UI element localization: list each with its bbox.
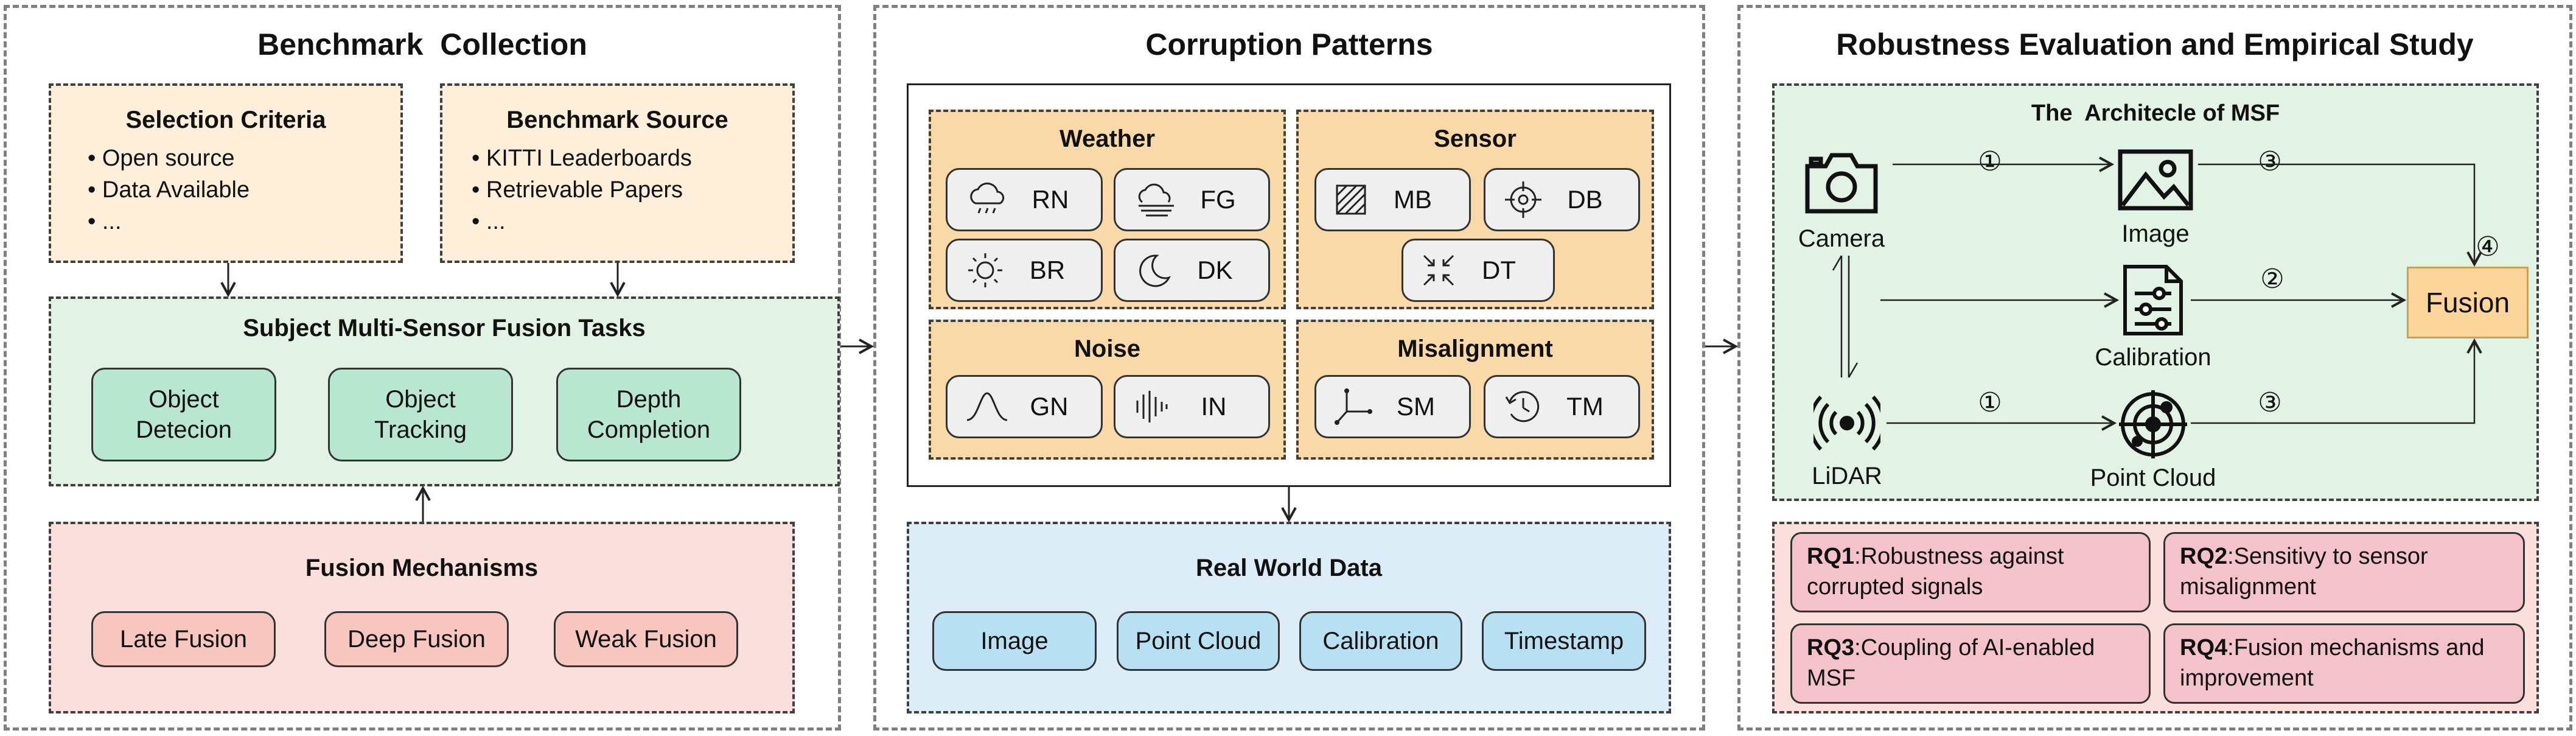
corruption-patterns-title: Corruption Patterns bbox=[1145, 27, 1433, 61]
rw-timestamp-pill: Timestamp bbox=[1482, 611, 1646, 671]
sensor-title: Sensor bbox=[1434, 125, 1517, 152]
crosshair-icon bbox=[1505, 181, 1541, 218]
rw-calibration-pill: Calibration bbox=[1299, 611, 1462, 671]
benchmark-source-title: Benchmark Source bbox=[506, 107, 728, 133]
noise-title: Noise bbox=[1074, 335, 1140, 362]
benchmark-collection-title: Benchmark Collection bbox=[257, 27, 587, 61]
hatched-square-icon bbox=[1336, 184, 1366, 215]
rw-point-cloud-pill: Point Cloud bbox=[1117, 611, 1280, 671]
marker-1-bottom: ① bbox=[1978, 388, 2002, 418]
selection-criteria-box: Selection Criteria Open source Data Avai… bbox=[49, 83, 403, 263]
corruption-patterns-panel bbox=[873, 5, 1705, 731]
calibration-icon bbox=[2123, 265, 2183, 335]
weather-title: Weather bbox=[1059, 125, 1156, 152]
fog-chip: FG bbox=[1114, 168, 1270, 231]
list-item: Open source bbox=[88, 142, 400, 174]
selection-criteria-title: Selection Criteria bbox=[125, 107, 326, 133]
corruption-categories-frame bbox=[907, 83, 1671, 487]
point-cloud-icon bbox=[2119, 390, 2187, 458]
fog-icon bbox=[1138, 183, 1174, 217]
fog-label: FG bbox=[1200, 185, 1236, 214]
point-cloud-label: Point Cloud bbox=[2090, 464, 2216, 491]
rq1-box: RQ1:Robustness against corrupted signals bbox=[1790, 532, 2151, 612]
marker-3-top: ③ bbox=[2258, 147, 2282, 177]
benchmark-source-box: Benchmark Source KITTI Leaderboards Retr… bbox=[440, 83, 795, 263]
rq2-box: RQ2:Sensitivy to sensor misalignment bbox=[2163, 532, 2525, 612]
lidar-label: LiDAR bbox=[1812, 463, 1882, 489]
lidar-icon bbox=[1813, 395, 1880, 451]
camera-lidar-hook-up bbox=[1832, 255, 1843, 271]
fusion-mechanisms-title: Fusion Mechanisms bbox=[305, 555, 539, 581]
list-item: Data Available bbox=[88, 174, 400, 206]
distortion-label: DT bbox=[1482, 256, 1516, 284]
marker-1-top: ① bbox=[1978, 147, 2002, 177]
deep-fusion-pill: Deep Fusion bbox=[324, 611, 509, 667]
brightness-label: BR bbox=[1029, 256, 1066, 284]
msf-architecture-title: The Architecle of MSF bbox=[2031, 100, 2280, 126]
brightness-chip: BR bbox=[946, 239, 1103, 302]
gaussian-curve-icon bbox=[966, 392, 1008, 421]
spatial-misalignment-label: SM bbox=[1397, 392, 1435, 421]
image-to-fusion-arrow bbox=[2198, 163, 2474, 264]
motion-blur-chip: MB bbox=[1314, 168, 1471, 231]
robustness-panel bbox=[1737, 5, 2572, 731]
motion-blur-label: MB bbox=[1394, 185, 1432, 214]
list-item: ... bbox=[88, 206, 400, 237]
rw-image-pill: Image bbox=[932, 611, 1097, 671]
image-icon bbox=[2118, 149, 2193, 211]
late-fusion-pill: Late Fusion bbox=[91, 611, 276, 667]
impulse-bars-icon bbox=[1136, 391, 1168, 422]
camera-icon bbox=[1805, 153, 1878, 214]
moon-icon bbox=[1139, 254, 1171, 287]
impulse-noise-label: IN bbox=[1201, 392, 1227, 421]
real-world-data-title: Real World Data bbox=[1196, 555, 1382, 581]
marker-3-bottom: ③ bbox=[2258, 388, 2282, 418]
spatial-misalignment-chip: SM bbox=[1314, 375, 1471, 438]
camera-lidar-hook-down bbox=[1848, 362, 1859, 378]
rain-label: RN bbox=[1031, 185, 1069, 214]
temporal-misalignment-label: TM bbox=[1566, 392, 1604, 421]
axes-icon bbox=[1335, 388, 1372, 425]
gaussian-noise-label: GN bbox=[1030, 392, 1069, 421]
clock-rotate-icon bbox=[1505, 391, 1540, 422]
selection-criteria-list: Open source Data Available ... bbox=[88, 142, 400, 237]
fusion-tasks-title: Subject Multi-Sensor Fusion Tasks bbox=[243, 315, 646, 342]
list-item: ... bbox=[472, 206, 792, 237]
image-label: Image bbox=[2121, 220, 2190, 247]
shrink-arrows-icon bbox=[1423, 254, 1454, 286]
rain-cloud-icon bbox=[970, 182, 1005, 214]
defocus-blur-chip: DB bbox=[1484, 168, 1640, 231]
sun-icon bbox=[968, 253, 1002, 287]
rq3-box: RQ3:Coupling of AI-enabled MSF bbox=[1790, 623, 2151, 704]
pointcloud-to-fusion-arrow bbox=[2191, 341, 2474, 424]
defocus-blur-label: DB bbox=[1567, 185, 1603, 214]
misalignment-title: Misalignment bbox=[1397, 335, 1553, 362]
dark-label: DK bbox=[1197, 256, 1233, 284]
list-item: Retrievable Papers bbox=[472, 174, 792, 206]
impulse-noise-chip: IN bbox=[1114, 375, 1270, 438]
distortion-chip: DT bbox=[1401, 239, 1555, 302]
dark-chip: DK bbox=[1114, 239, 1270, 302]
marker-2-mid: ② bbox=[2260, 264, 2285, 294]
calibration-label: Calibration bbox=[2095, 344, 2211, 371]
weak-fusion-pill: Weak Fusion bbox=[554, 611, 738, 667]
temporal-misalignment-chip: TM bbox=[1484, 375, 1640, 438]
rq4-box: RQ4:Fusion mechanisms and improvement bbox=[2163, 623, 2525, 704]
gaussian-noise-chip: GN bbox=[946, 375, 1103, 438]
rain-chip: RN bbox=[946, 168, 1103, 231]
camera-label: Camera bbox=[1798, 225, 1885, 252]
list-item: KITTI Leaderboards bbox=[472, 142, 792, 174]
benchmark-source-list: KITTI Leaderboards Retrievable Papers ..… bbox=[472, 142, 792, 237]
fusion-node: Fusion bbox=[2407, 267, 2529, 338]
robustness-title: Robustness Evaluation and Empirical Stud… bbox=[1836, 27, 2474, 61]
